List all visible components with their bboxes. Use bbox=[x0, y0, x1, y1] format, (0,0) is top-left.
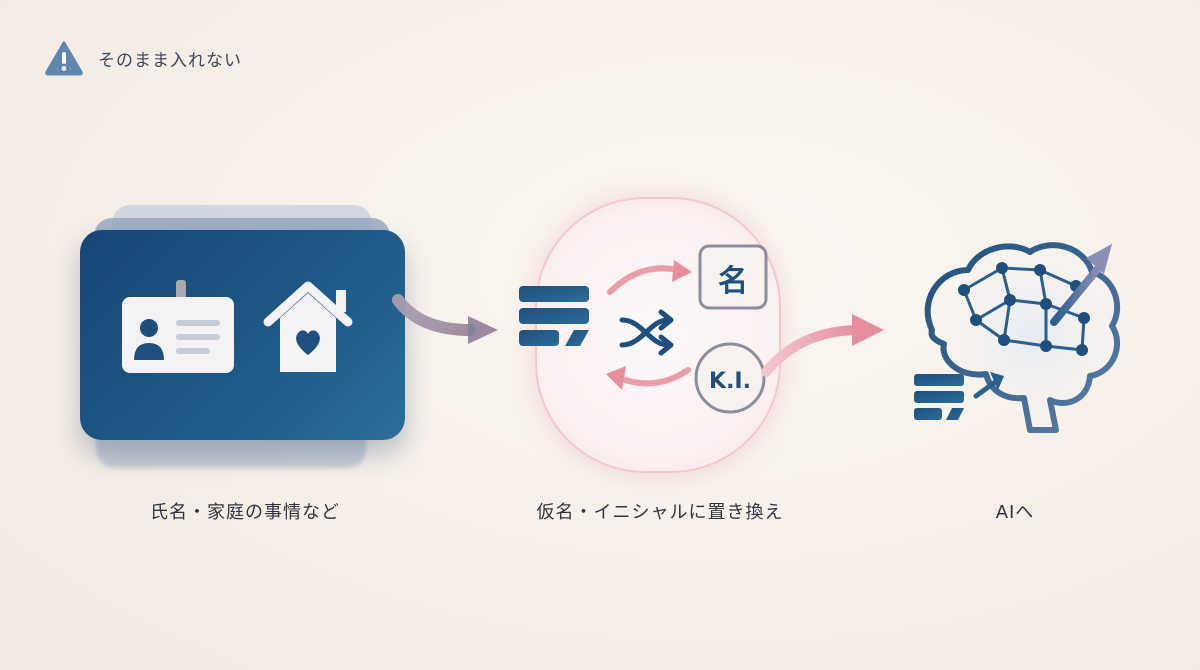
database-icon bbox=[519, 286, 589, 346]
name-chip-text: 名 bbox=[718, 264, 748, 299]
id-badge-icon bbox=[122, 280, 234, 373]
shuffle-icon bbox=[619, 309, 674, 356]
arrow-to-ai bbox=[761, 325, 865, 377]
house-heart-icon bbox=[263, 281, 353, 372]
initials-chip-circle bbox=[694, 342, 766, 414]
warning-header: そのまま入れない bbox=[44, 40, 242, 76]
swap-arrow-top bbox=[607, 265, 681, 295]
step-caption-replace: 仮名・イニシャルに置き換え bbox=[536, 502, 784, 523]
small-feed-arrow bbox=[973, 377, 1001, 399]
growth-arrow bbox=[1050, 262, 1104, 326]
name-chip-box bbox=[698, 244, 768, 310]
initials-chip-text: K.I. bbox=[709, 369, 751, 394]
small-database-icon bbox=[914, 374, 964, 420]
swap-arrow-bottom bbox=[617, 367, 691, 387]
step-caption-personal-info: 氏名・家庭の事情など bbox=[150, 502, 340, 523]
step-caption-ai: AIへ bbox=[995, 502, 1035, 523]
warning-label: そのまま入れない bbox=[98, 50, 242, 71]
brain-network-icon bbox=[924, 242, 1121, 433]
warning-icon bbox=[45, 41, 83, 76]
